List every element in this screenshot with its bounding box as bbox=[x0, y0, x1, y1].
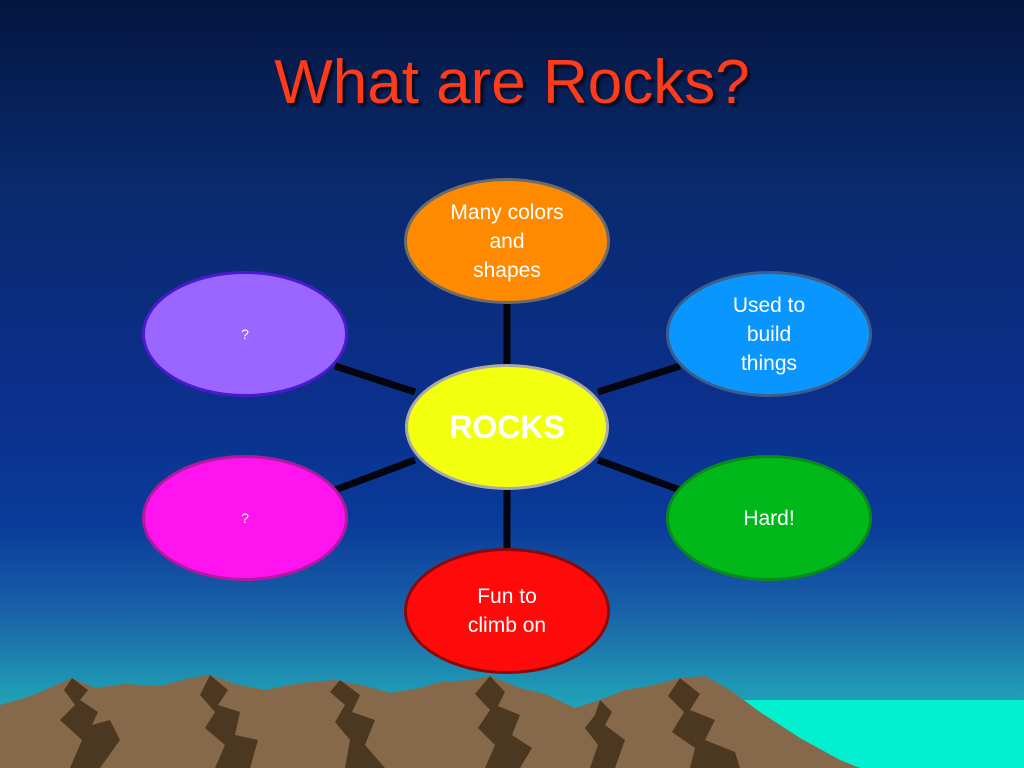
node-label: ? bbox=[241, 509, 249, 526]
node-label: ? bbox=[241, 325, 249, 342]
node-fun-to-climb: Fun to climb on bbox=[404, 548, 610, 674]
connector-lower-right bbox=[596, 456, 682, 494]
connectors bbox=[333, 300, 682, 552]
node-many-colors: Many colors and shapes bbox=[404, 178, 610, 304]
mountains bbox=[0, 675, 860, 768]
center-label: ROCKS bbox=[449, 408, 565, 445]
node-question-lower-left: ? bbox=[142, 455, 348, 581]
node-hard: Hard! bbox=[666, 455, 872, 581]
center-node-rocks: ROCKS bbox=[405, 364, 609, 490]
node-label: Many colors and shapes bbox=[450, 200, 564, 282]
connector-lower-left bbox=[333, 456, 417, 494]
node-label: Fun to climb on bbox=[467, 585, 547, 637]
connector-upper-right bbox=[596, 362, 682, 396]
node-label: Used to build things bbox=[732, 293, 806, 375]
node-label: Hard! bbox=[743, 506, 795, 530]
connector-upper-left bbox=[333, 362, 417, 396]
node-question-upper-left: ? bbox=[142, 271, 348, 397]
node-used-to-build: Used to build things bbox=[666, 271, 872, 397]
slide-title: What are Rocks? bbox=[274, 48, 750, 117]
mountain-shadows bbox=[60, 675, 740, 768]
